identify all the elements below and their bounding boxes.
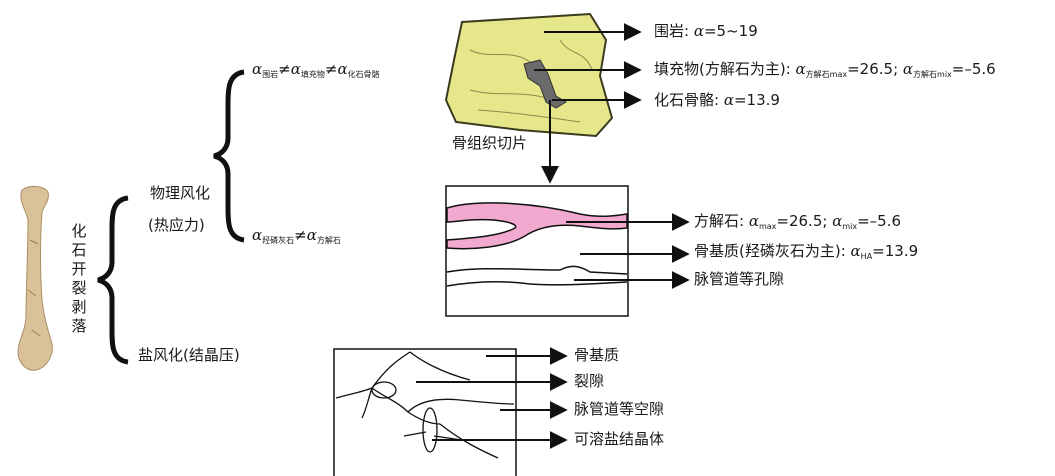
bottom-matrix-label: 骨基质	[574, 348, 619, 363]
bone-slice-label: 骨组织切片	[452, 136, 527, 151]
expansion-inequality-1: α围岩≠α填充物≠α化石骨骼	[252, 62, 380, 79]
rock-label: 围岩: α=5~19	[654, 24, 758, 39]
bone-matrix-label: 骨基质(羟磷灰石为主): αHA=13.9	[694, 244, 918, 261]
salt-section-box	[334, 349, 516, 476]
left-brace	[98, 198, 128, 362]
bottom-voids-label: 脉管道等空隙	[574, 402, 664, 417]
fill-label: 填充物(方解石为主): α方解石max=26.5; α方解石mix=–5.6	[654, 62, 996, 79]
fossil-bone-image	[18, 186, 52, 370]
bottom-salt-label: 可溶盐结晶体	[574, 432, 664, 447]
vertical-title: 化石开裂剥落	[70, 222, 88, 336]
pores-label: 脉管道等孔隙	[694, 272, 784, 287]
upper-brace	[214, 72, 244, 240]
salt-weathering-label: 盐风化(结晶压)	[138, 348, 240, 363]
expansion-inequality-2: α羟磷灰石≠α方解石	[252, 228, 341, 245]
bottom-crack-label: 裂隙	[574, 374, 604, 389]
bone-label: 化石骨骼: α=13.9	[654, 93, 780, 108]
calcite-label: 方解石: αmax=26.5; αmix=–5.6	[694, 214, 901, 231]
physical-weathering-label: 物理风化	[150, 186, 210, 201]
thermal-stress-label: (热应力)	[148, 218, 205, 233]
